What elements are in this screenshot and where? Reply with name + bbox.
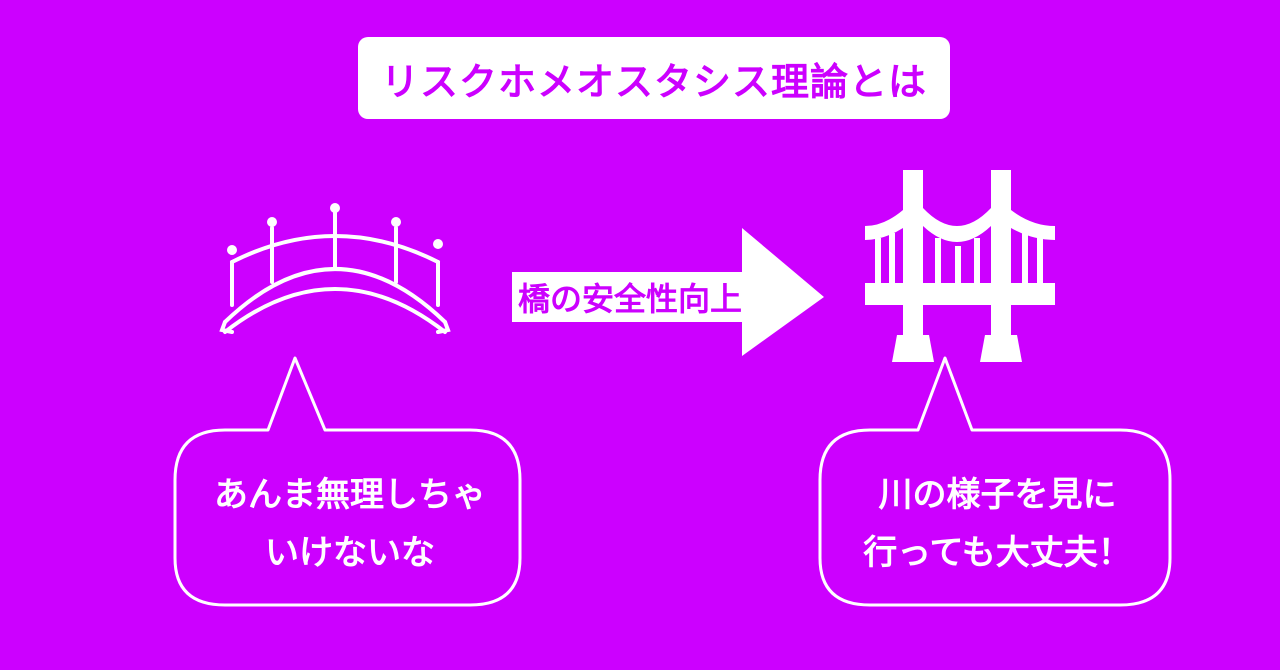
left-bubble-line2: いけないな (265, 533, 435, 573)
right-bubble-line2: 行っても大丈夫！ (863, 533, 1132, 573)
page-title: リスクホメオスタシス理論とは (380, 59, 927, 104)
arrow-label: 橋の安全性向上 (518, 280, 743, 318)
arch-bridge-icon (219, 203, 451, 334)
arrow-right-icon (512, 228, 824, 356)
left-bubble-line1: あんま無理しちゃ (214, 475, 486, 515)
right-bubble-text: 川の様子を見に 行っても大丈夫！ (825, 466, 1170, 582)
right-bubble-line1: 川の様子を見に (878, 475, 1117, 515)
right-speech-bubble (818, 356, 1172, 607)
title-box: リスクホメオスタシス理論とは (358, 37, 950, 119)
left-speech-bubble (173, 356, 522, 607)
left-bubble-text: あんま無理しちゃ いけないな (180, 466, 520, 582)
suspension-bridge-icon (865, 170, 1055, 362)
